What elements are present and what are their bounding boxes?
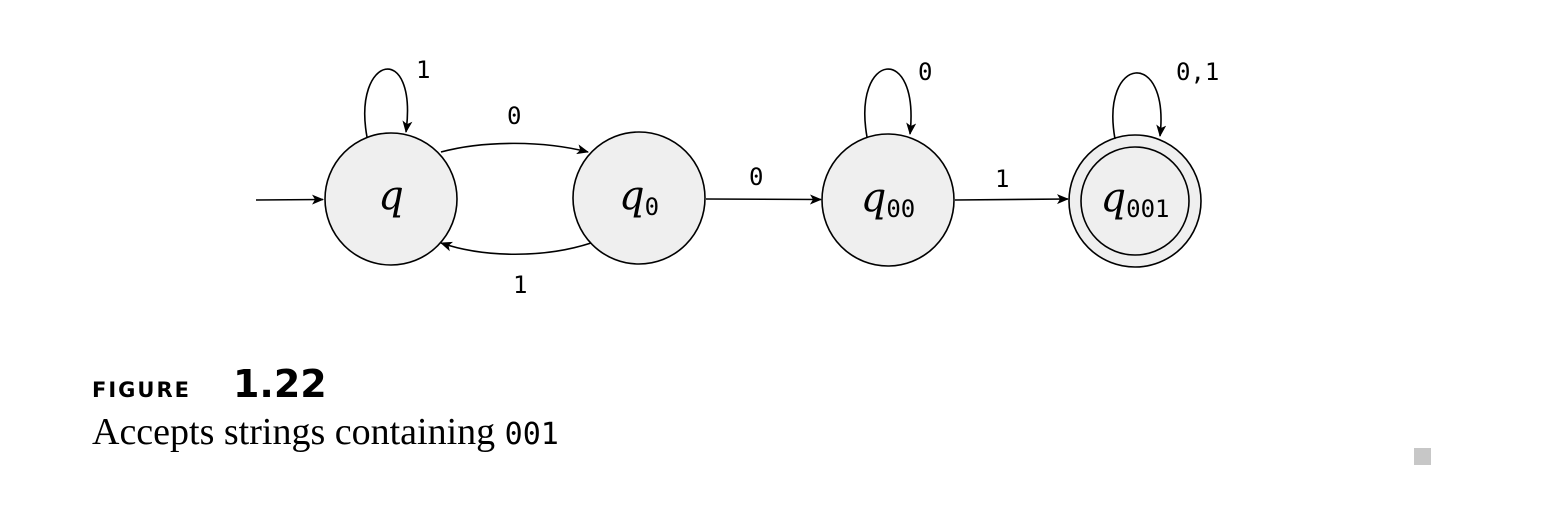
svg-text:q0: q0 [619,173,659,221]
transition-q0-q00-label: 0 [749,163,763,191]
figure-number: 1.22 [232,362,327,406]
transition-q0-q-label: 1 [513,271,527,299]
transition-q-q [364,68,413,138]
transition-q001-q001-label: 0,1 [1176,58,1219,86]
transition-q0-q00 [705,194,822,205]
transition-q-q0 [440,142,589,155]
figure-description-code: 001 [504,417,559,452]
transition-q-q0-label: 0 [507,102,521,130]
transition-q00-q001 [954,194,1069,205]
state-q: q [324,132,458,266]
figure-label: FIGURE [92,370,191,405]
state-q0: q0 [572,131,706,265]
transition-q00-q00 [864,68,917,138]
page-marker [1414,448,1431,465]
state-q0-name: q [619,173,645,219]
transition-q00-q001-label: 1 [995,165,1009,193]
figure-caption: FIGURE 1.22 Accepts strings containing 0… [92,362,559,454]
transition-q0-q [440,241,592,255]
state-q0-subscript: 0 [645,193,659,221]
state-q-name: q [378,173,404,219]
state-q001: q001 [1068,134,1202,268]
svg-text:q00: q00 [861,175,916,223]
accept-ring [1080,146,1190,256]
figure-description: Accepts strings containing 001 [92,410,559,454]
figure-heading: FIGURE 1.22 [92,362,559,406]
transition-q001-q001 [1112,72,1167,140]
dfa-diagram: q q0 q00 q001 1 0 1 0 0 1 0,1 [255,56,1219,299]
figure-description-text: Accepts strings containing [92,411,505,453]
state-q00-subscript: 00 [886,195,915,223]
state-q00: q00 [821,133,955,267]
transition-q00-q00-label: 0 [918,58,932,86]
transition-q-q-label: 1 [416,56,430,84]
state-q001-subscript: 001 [1126,195,1169,223]
start-arrow [255,194,324,205]
state-q00-name: q [861,175,887,221]
state-q001-name: q [1101,175,1127,221]
svg-text:q: q [378,173,404,219]
svg-text:q001: q001 [1101,175,1170,223]
